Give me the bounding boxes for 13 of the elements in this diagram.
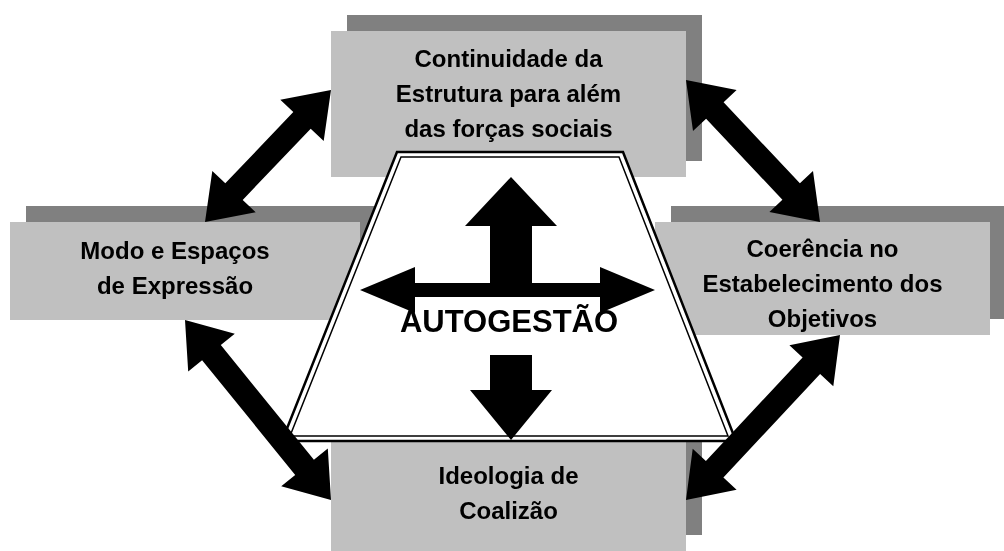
double-arrow — [205, 90, 331, 222]
double-arrow — [686, 80, 820, 222]
down-arrow — [470, 355, 552, 440]
box-label: Continuidade da Estrutura para além das forças sociais — [394, 43, 623, 144]
process-box — [655, 222, 990, 335]
box-label: Ideologia de Coalizão — [437, 461, 580, 526]
center-label: AUTOGESTÃO — [398, 304, 620, 340]
double-arrow — [686, 335, 840, 500]
double-arrow — [185, 320, 331, 500]
box-label: Modo e Espaços de Expressão — [79, 236, 271, 301]
process-box — [10, 222, 360, 320]
box-label: Coerência no Estabelecimento dos Objetivos — [701, 234, 944, 334]
process-box — [331, 440, 686, 551]
